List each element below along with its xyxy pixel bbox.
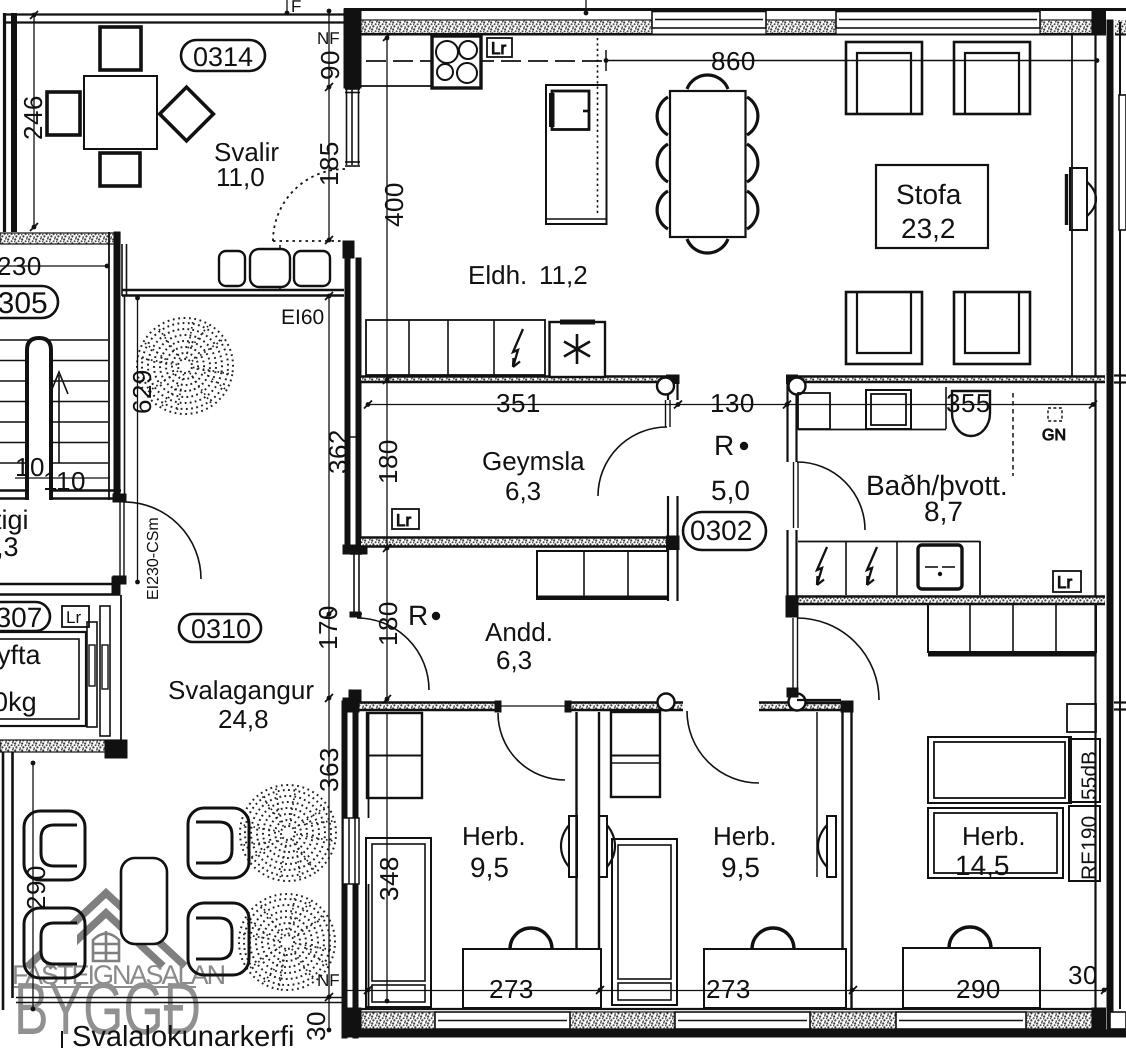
svg-text:6,3: 6,3 xyxy=(505,476,541,506)
svg-text:24,8: 24,8 xyxy=(218,704,269,734)
svg-text:Andd.: Andd. xyxy=(485,617,553,647)
svg-text:180: 180 xyxy=(373,601,403,646)
svg-text:GN: GN xyxy=(1042,427,1066,444)
svg-text:180: 180 xyxy=(373,439,403,484)
svg-text:348: 348 xyxy=(374,856,404,901)
svg-text:Lr: Lr xyxy=(491,39,506,58)
svg-text:55dB: 55dB xyxy=(1078,751,1101,800)
svg-text:230: 230 xyxy=(0,251,42,281)
svg-text:185: 185 xyxy=(314,141,344,186)
svg-text:14,5: 14,5 xyxy=(955,850,1010,881)
svg-text:RE190: RE190 xyxy=(1078,816,1101,880)
svg-text:Herb.: Herb. xyxy=(713,821,777,851)
svg-text:23,2: 23,2 xyxy=(901,213,956,244)
svg-text:1000kg: 1000kg xyxy=(0,687,37,717)
svg-text:EI230-CSm: EI230-CSm xyxy=(145,517,162,600)
svg-text:355: 355 xyxy=(946,388,991,418)
svg-text:30: 30 xyxy=(301,1011,331,1041)
svg-text:90: 90 xyxy=(315,50,345,80)
svg-text:0314: 0314 xyxy=(193,42,253,72)
svg-text:110: 110 xyxy=(43,466,86,496)
svg-text:Lyfta: Lyfta xyxy=(0,640,42,670)
svg-text:351: 351 xyxy=(496,388,541,418)
svg-text:10: 10 xyxy=(15,452,45,482)
svg-text:629: 629 xyxy=(127,369,157,414)
svg-text:Lr: Lr xyxy=(1057,573,1072,592)
svg-text:400: 400 xyxy=(379,182,409,227)
svg-text:0302: 0302 xyxy=(690,515,752,546)
svg-text:30: 30 xyxy=(1068,960,1098,990)
svg-text:Geymsla: Geymsla xyxy=(482,446,585,476)
svg-text:Lr: Lr xyxy=(66,608,81,627)
svg-text:Baðh/þvott.: Baðh/þvott. xyxy=(866,470,1008,501)
svg-text:F: F xyxy=(291,0,301,16)
svg-text:363: 363 xyxy=(314,747,344,792)
svg-text:Lr: Lr xyxy=(396,511,411,530)
svg-text:11,0: 11,0 xyxy=(216,162,265,192)
svg-text:8,7: 8,7 xyxy=(924,496,963,527)
svg-text:NF: NF xyxy=(317,29,340,48)
svg-text:0305: 0305 xyxy=(0,287,48,320)
svg-text:Svalalokunarkerfi: Svalalokunarkerfi xyxy=(72,1021,294,1048)
svg-text:R: R xyxy=(714,430,734,461)
svg-text:BYGGÐ: BYGGÐ xyxy=(14,967,201,1048)
svg-text:273: 273 xyxy=(706,974,751,1004)
svg-text:,3: ,3 xyxy=(0,532,19,562)
svg-text:130: 130 xyxy=(710,388,755,418)
svg-text:290: 290 xyxy=(21,865,51,910)
svg-text:362: 362 xyxy=(323,429,353,474)
svg-text:11,2: 11,2 xyxy=(539,260,588,290)
svg-text:290: 290 xyxy=(956,974,1001,1004)
svg-text:860: 860 xyxy=(711,46,756,76)
svg-text:Svalagangur: Svalagangur xyxy=(168,675,314,705)
svg-text:170: 170 xyxy=(313,605,343,650)
svg-text:Herb.: Herb. xyxy=(462,821,526,851)
svg-text:NF: NF xyxy=(317,971,340,990)
svg-text:9,5: 9,5 xyxy=(721,852,760,883)
svg-text:Eldh.: Eldh. xyxy=(468,260,527,290)
svg-text:0307: 0307 xyxy=(0,602,42,633)
svg-text:Stofa: Stofa xyxy=(896,179,962,210)
svg-text:EI60: EI60 xyxy=(281,306,324,329)
svg-text:9,5: 9,5 xyxy=(470,852,509,883)
svg-text:5,0: 5,0 xyxy=(711,475,750,506)
svg-text:FASTEIGNASALAN: FASTEIGNASALAN xyxy=(12,960,225,990)
svg-text:R: R xyxy=(408,600,428,631)
svg-text:6,3: 6,3 xyxy=(496,645,532,675)
svg-text:Herb.: Herb. xyxy=(962,821,1026,851)
svg-text:Svalir: Svalir xyxy=(214,137,279,167)
svg-text:273: 273 xyxy=(489,974,534,1004)
svg-text:0310: 0310 xyxy=(191,614,251,644)
svg-text:Stigi: Stigi xyxy=(0,505,29,535)
svg-text:246: 246 xyxy=(18,95,48,140)
